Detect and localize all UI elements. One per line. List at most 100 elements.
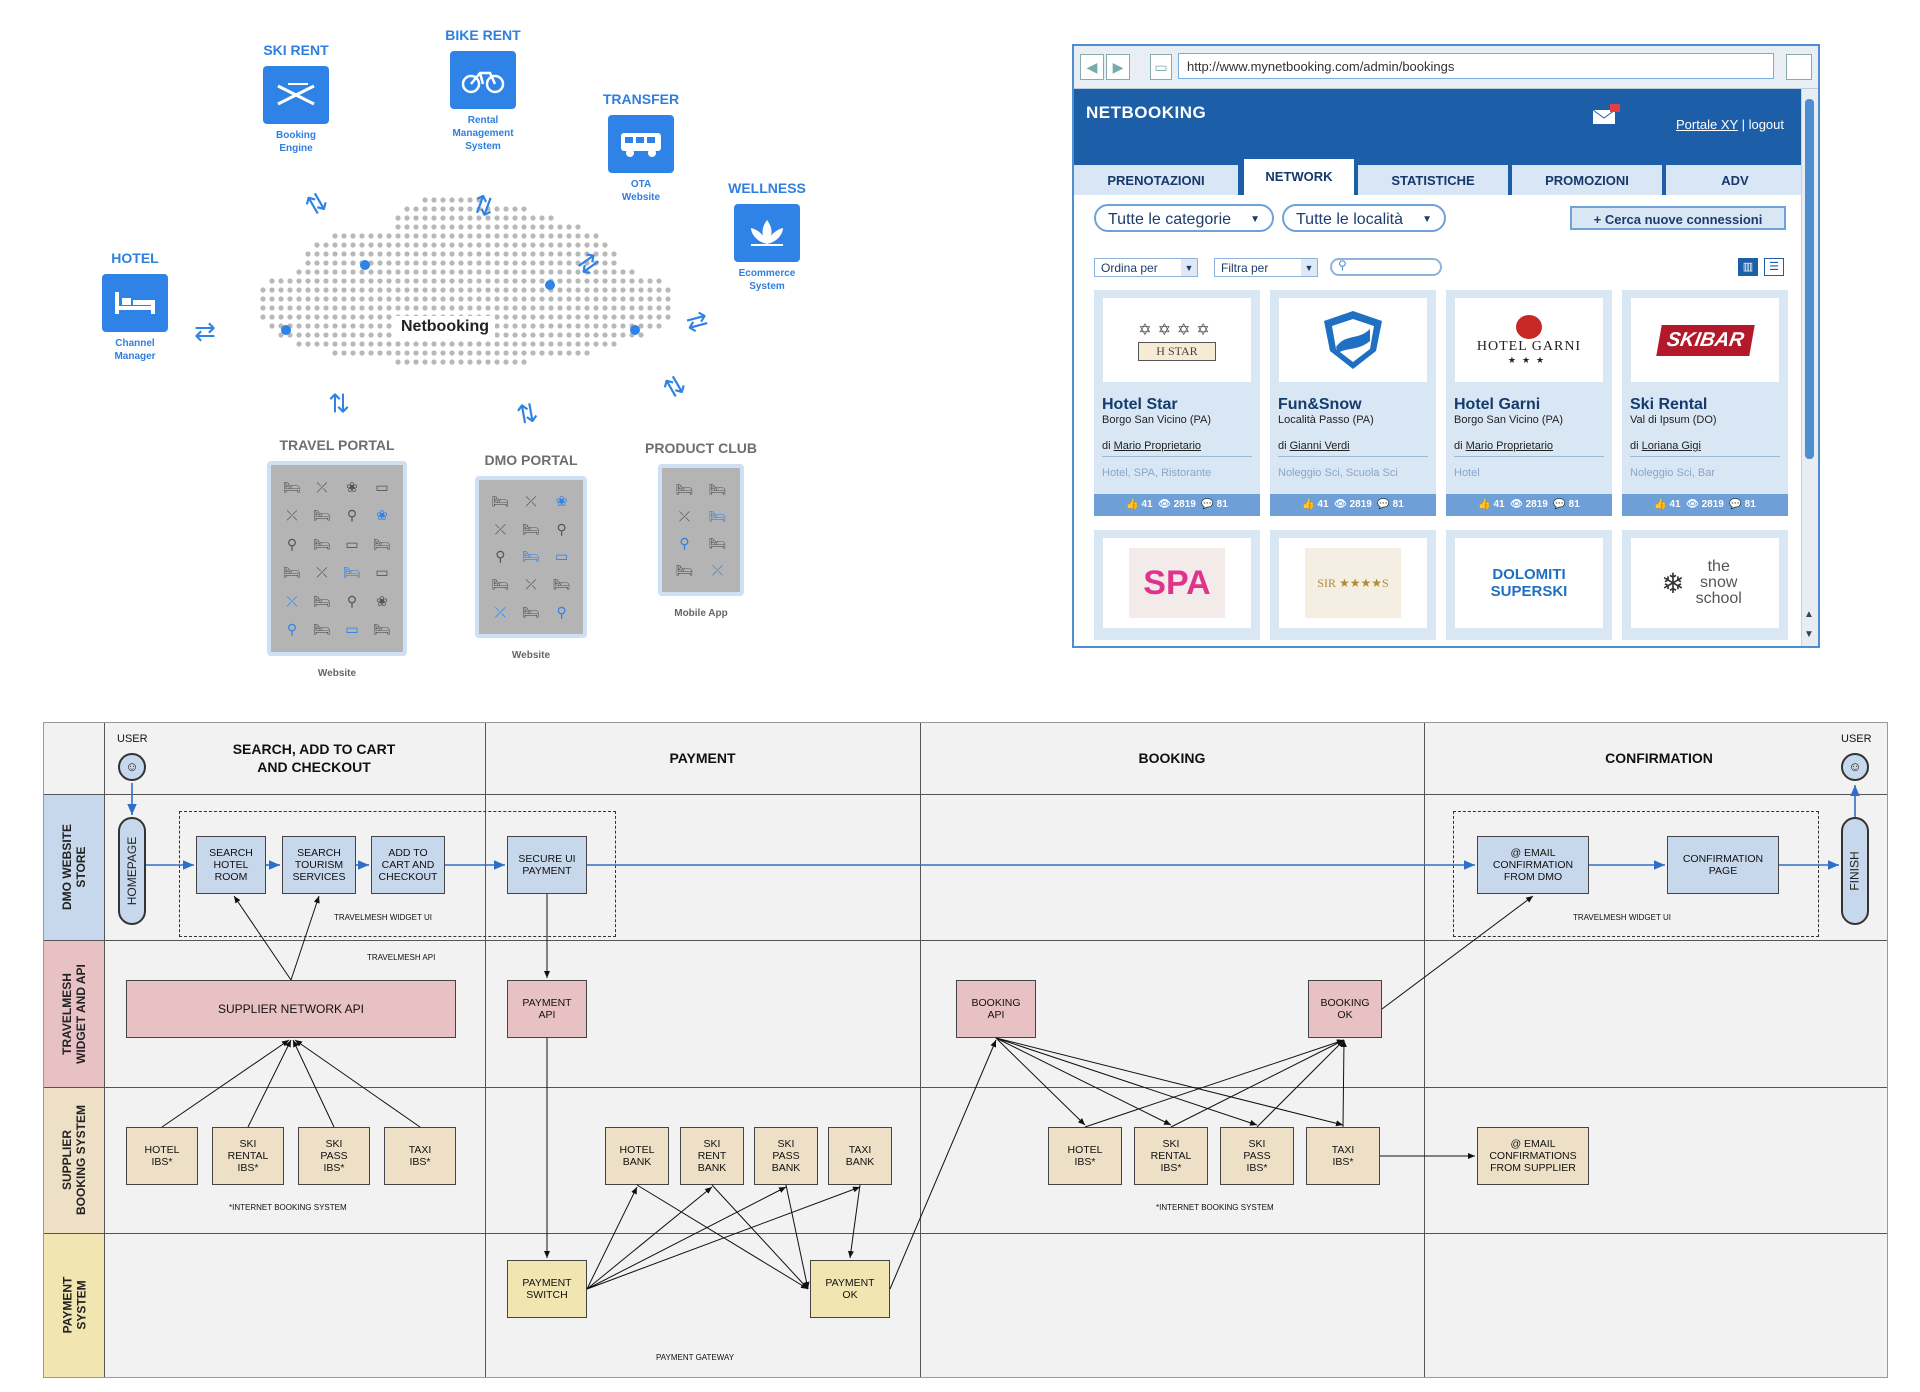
cloud-dot	[620, 314, 626, 320]
cloud-dot	[368, 323, 374, 329]
cloud-dot	[494, 287, 500, 293]
listing-card-snow-school[interactable]: ❄the snow school	[1622, 530, 1788, 640]
bike-icon: ⚲	[286, 535, 298, 552]
logout-link[interactable]: logout	[1748, 117, 1784, 132]
cloud-dot	[440, 296, 446, 302]
like-icon[interactable]: 👍	[1126, 499, 1139, 510]
like-icon[interactable]: 👍	[1654, 499, 1667, 510]
bed-icon	[102, 274, 168, 332]
cloud-dot	[287, 305, 293, 311]
tab-prenotazioni[interactable]: PRENOTAZIONI	[1074, 165, 1238, 195]
filter-dropdown[interactable]: Filtra per ▼	[1214, 258, 1318, 277]
like-icon[interactable]: 👍	[1478, 499, 1491, 510]
cloud-dot	[566, 233, 572, 239]
listing-card-dolomiti[interactable]: DOLOMITI SUPERSKI	[1446, 530, 1612, 640]
scroll-up-icon[interactable]: ▲	[1804, 609, 1814, 620]
sort-dropdown[interactable]: Ordina per ▼	[1094, 258, 1198, 277]
logo-text: HOTEL GARNI	[1476, 338, 1582, 354]
cloud-dot	[584, 341, 590, 347]
tab-adv[interactable]: ADV	[1666, 165, 1804, 195]
cloud-dot	[539, 323, 545, 329]
cloud-dot	[449, 296, 455, 302]
listing-card-ski-rental[interactable]: SKIBAR Ski Rental Val di Ipsum (DO) di L…	[1622, 290, 1788, 516]
owner-link[interactable]: Mario Proprietario	[1465, 440, 1554, 452]
list-view-icon[interactable]: ☰	[1764, 258, 1784, 276]
listing-name[interactable]: Ski Rental	[1630, 396, 1708, 413]
scroll-down-icon[interactable]: ▼	[1804, 629, 1814, 640]
owner-link[interactable]: Gianni Verdi	[1289, 440, 1350, 452]
grid-view-icon[interactable]: ▥	[1738, 258, 1758, 276]
window-button[interactable]	[1786, 54, 1812, 80]
cloud-dot	[449, 278, 455, 284]
locations-dropdown[interactable]: Tutte le località ▼	[1282, 204, 1446, 232]
cloud-dot	[350, 251, 356, 257]
listing-card-fun-snow[interactable]: Fun&Snow Località Passo (PA) di Gianni V…	[1270, 290, 1436, 516]
mail-icon[interactable]	[1592, 103, 1620, 124]
cloud-dot	[566, 314, 572, 320]
comment-icon[interactable]: 💬	[1729, 499, 1742, 510]
cloud-dot	[566, 224, 572, 230]
user-smiley-icon: ☺	[118, 753, 146, 781]
search-connections-button[interactable]: + Cerca nuove connessioni	[1570, 206, 1786, 230]
cloud-dot	[548, 296, 554, 302]
listing-owner: di Mario Proprietario	[1454, 440, 1553, 452]
categories-dropdown[interactable]: Tutte le categorie ▼	[1094, 204, 1274, 232]
cloud-dot	[458, 206, 464, 212]
cloud-dot	[485, 206, 491, 212]
tab-promozioni[interactable]: PROMOZIONI	[1512, 165, 1662, 195]
cloud-dot	[539, 278, 545, 284]
cloud-dot	[458, 233, 464, 239]
cloud-dot	[431, 341, 437, 347]
vertical-scrollbar[interactable]: ▲ ▼	[1801, 89, 1818, 646]
ski-rental-ibs-box: SKI RENTAL IBS*	[1134, 1127, 1208, 1185]
portal-link[interactable]: Portale XY	[1676, 117, 1738, 132]
cloud-dot	[512, 296, 518, 302]
cloud-dot	[557, 350, 563, 356]
scroll-thumb[interactable]	[1805, 99, 1814, 459]
forward-button[interactable]: ▶	[1106, 54, 1130, 80]
listing-name[interactable]: Fun&Snow	[1278, 396, 1362, 413]
stars-icon: ★★★	[1507, 354, 1551, 365]
search-input[interactable]: ⚲	[1330, 258, 1442, 276]
snow-school-logo: ❄the snow school	[1631, 538, 1779, 628]
listing-name[interactable]: Hotel Garni	[1454, 396, 1541, 413]
owner-link[interactable]: Mario Proprietario	[1113, 440, 1202, 452]
comment-icon[interactable]: 💬	[1201, 499, 1214, 510]
cloud-dot	[377, 323, 383, 329]
cloud-dot	[377, 332, 383, 338]
cloud-dot	[566, 323, 572, 329]
cloud-dot	[305, 269, 311, 275]
likes-count: 41	[1141, 499, 1153, 510]
user-menu-separator: |	[1741, 117, 1745, 132]
comment-icon[interactable]: 💬	[1377, 499, 1390, 510]
listing-card-hotel-garni[interactable]: HOTEL GARNI★★★ Hotel Garni Borgo San Vic…	[1446, 290, 1612, 516]
listing-name[interactable]: Hotel Star	[1102, 396, 1178, 413]
cloud-dot	[323, 332, 329, 338]
cloud-dot	[476, 305, 482, 311]
like-icon[interactable]: 👍	[1302, 499, 1315, 510]
search-tourism-services-box: SEARCH TOURISM SERVICES	[282, 836, 356, 894]
cloud-connector-dot	[630, 325, 640, 335]
cloud-dot	[422, 341, 428, 347]
fun-snow-logo	[1279, 298, 1427, 382]
cloud-dot	[593, 341, 599, 347]
portal-subtitle: Website	[511, 650, 551, 661]
owner-link[interactable]: Loriana Gigi	[1641, 440, 1701, 452]
cloud-dot	[395, 251, 401, 257]
taxi-ibs-box: TAXI IBS*	[384, 1127, 456, 1185]
hotel-star-logo: ✡✡✡✡H STAR	[1103, 298, 1251, 382]
listing-card-sir[interactable]: SIR ★★★★S	[1270, 530, 1436, 640]
cloud-dot	[449, 350, 455, 356]
gateway-note: PAYMENT GATEWAY	[656, 1353, 735, 1362]
tab-network[interactable]: NETWORK	[1244, 159, 1354, 195]
tab-statistiche[interactable]: STATISTICHE	[1358, 165, 1508, 195]
back-button[interactable]: ◀	[1080, 54, 1104, 80]
url-input[interactable]: http://www.mynetbooking.com/admin/bookin…	[1178, 53, 1774, 79]
ibs-note: *INTERNET BOOKING SYSTEM	[1156, 1203, 1274, 1212]
cloud-dot	[449, 359, 455, 365]
listing-card-hotel-star[interactable]: ✡✡✡✡H STAR Hotel Star Borgo San Vicino (…	[1094, 290, 1260, 516]
comment-icon[interactable]: 💬	[1553, 499, 1566, 510]
listing-card-spa[interactable]: SPA	[1094, 530, 1260, 640]
cloud-dot	[503, 332, 509, 338]
payment-api-box: PAYMENT API	[507, 980, 587, 1038]
